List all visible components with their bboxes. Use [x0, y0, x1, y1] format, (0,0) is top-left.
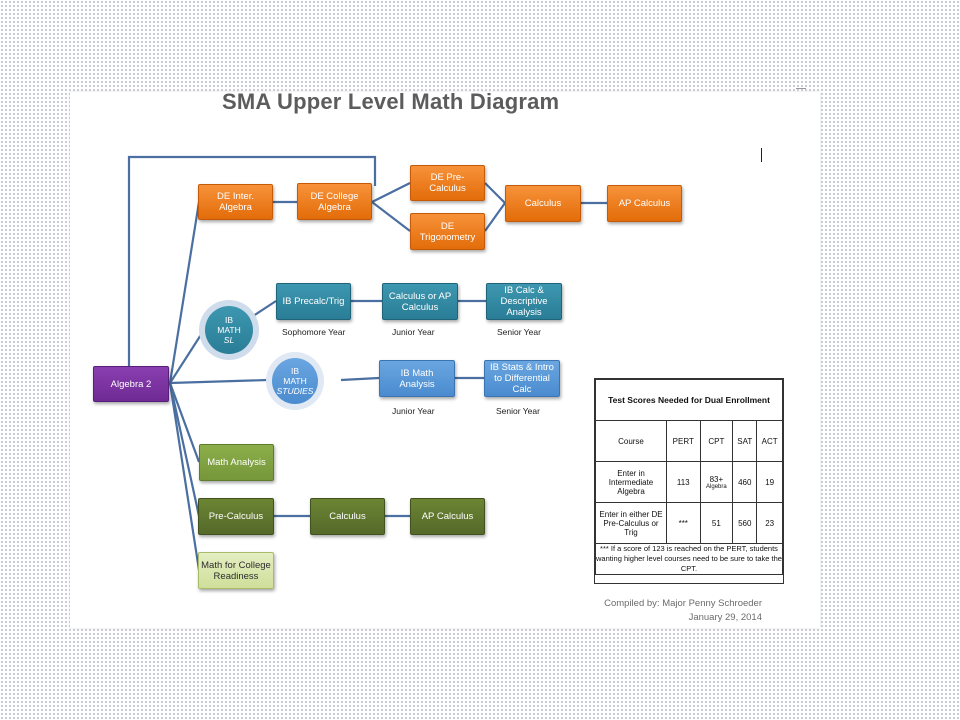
row1-cpt: 83+: [709, 474, 724, 484]
node-ib-math-sl: IB MATH SL: [205, 306, 253, 354]
node-ib-math-sl-ring: IB MATH SL: [199, 300, 259, 360]
scores-table-title: Test Scores Needed for Dual Enrollment: [595, 379, 783, 421]
caption-senior-year-ib-sl: Senior Year: [497, 327, 541, 337]
caption-senior-year-ib-studies: Senior Year: [496, 406, 540, 416]
ib-studies-line2: MATH: [283, 376, 307, 386]
caption-junior-year-ib-sl: Junior Year: [392, 327, 435, 337]
row1-act: 19: [756, 461, 783, 503]
row2-course: Enter in either DE Pre-Calculus or Trig: [595, 502, 667, 544]
row2-act: 23: [756, 502, 783, 544]
node-ib-math-analysis: IB Math Analysis: [379, 360, 455, 397]
node-de-ap-calculus: AP Calculus: [607, 185, 682, 222]
header-act: ACT: [756, 420, 783, 462]
node-ib-stats-intro-diff-calc: IB Stats & Intro to Differential Calc: [484, 360, 560, 397]
row1-cpt-note: Algebra: [706, 483, 727, 490]
row1-cpt-cell: 83+ Algebra: [699, 461, 734, 503]
page-title: SMA Upper Level Math Diagram: [222, 89, 560, 114]
node-de-precalculus: DE Pre-Calculus: [410, 165, 485, 201]
header-sat: SAT: [732, 420, 758, 462]
node-math-analysis: Math Analysis: [199, 444, 274, 481]
row2-sat: 560: [732, 502, 758, 544]
caption-sophomore-year: Sophomore Year: [282, 327, 346, 337]
node-ib-math-studies-ring: IB MATH STUDIES: [266, 352, 324, 410]
node-de-college-algebra: DE College Algebra: [297, 183, 372, 220]
caption-junior-year-ib-studies: Junior Year: [392, 406, 435, 416]
row1-pert: 113: [666, 461, 701, 503]
ib-sl-line1: IB: [224, 315, 234, 325]
test-scores-table: Test Scores Needed for Dual Enrollment C…: [594, 378, 784, 584]
header-cpt: CPT: [699, 420, 734, 462]
node-de-calculus: Calculus: [505, 185, 581, 222]
row1-sat: 460: [732, 461, 758, 503]
scores-table-note: *** If a score of 123 is reached on the …: [595, 543, 783, 575]
header-pert: PERT: [666, 420, 701, 462]
node-math-college-readiness: Math for College Readiness: [198, 552, 274, 589]
row2-cpt: 51: [699, 502, 734, 544]
node-algebra-2: Algebra 2: [93, 366, 169, 402]
node-de-trigonometry: DE Trigonometry: [410, 213, 485, 250]
compiled-date: January 29, 2014: [688, 612, 762, 623]
ib-sl-line3: SL: [223, 335, 235, 345]
ib-sl-line2: MATH: [217, 325, 241, 335]
node-ib-precalc-trig: IB Precalc/Trig: [276, 283, 351, 320]
row1-course: Enter in Intermediate Algebra: [595, 461, 667, 503]
compiled-by: Compiled by: Major Penny Schroeder: [604, 598, 762, 609]
node-calculus: Calculus: [310, 498, 385, 535]
node-pre-calculus: Pre-Calculus: [198, 498, 274, 535]
row2-pert: ***: [666, 502, 701, 544]
node-de-inter-algebra: DE Inter. Algebra: [198, 184, 273, 220]
node-ib-calculus-or-ap: Calculus or AP Calculus: [382, 283, 458, 320]
corner-mark: [796, 88, 806, 89]
node-ib-calc-descriptive: IB Calc & Descriptive Analysis: [486, 283, 562, 320]
text-cursor: [761, 148, 762, 162]
ib-studies-line3: STUDIES: [276, 386, 314, 396]
header-course: Course: [595, 420, 667, 462]
node-ib-math-studies: IB MATH STUDIES: [272, 358, 318, 404]
ib-studies-line1: IB: [290, 366, 300, 376]
node-ap-calculus: AP Calculus: [410, 498, 485, 535]
